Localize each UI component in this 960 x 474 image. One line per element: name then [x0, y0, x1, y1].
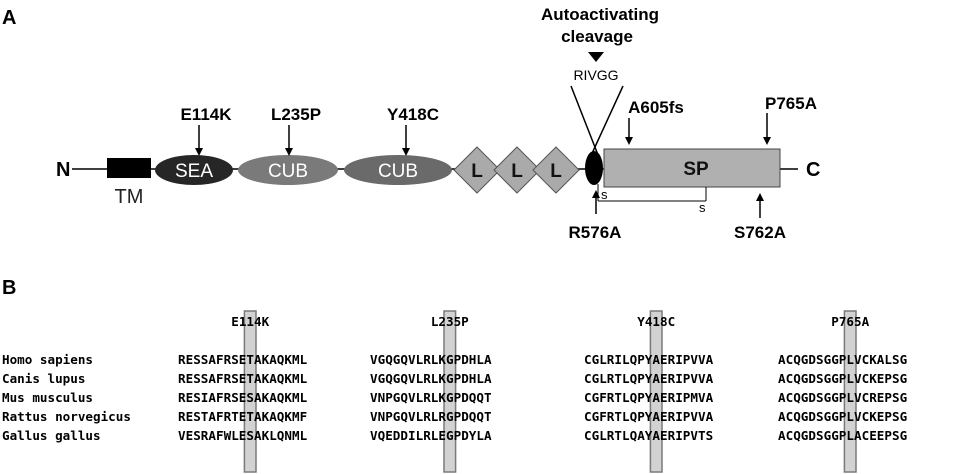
cleavage-title-line1: Autoactivating	[541, 5, 659, 24]
sea-domain	[155, 155, 233, 185]
sequence-segment: VNPGQVLRLKGPDQQT	[370, 390, 492, 405]
sequence-segment: VGQGQVLRLKGPDHLA	[370, 371, 492, 386]
ldl-domain-2	[493, 146, 541, 194]
species-name: Homo sapiens	[2, 352, 93, 367]
ldl-domain-1	[453, 146, 501, 194]
mutation-e114k: E114K	[180, 105, 232, 124]
sequence-segment: CGLRILQPYAERIPVVA	[584, 352, 714, 367]
mutation-column-highlight	[843, 310, 857, 473]
mutation-p765a: P765A	[765, 94, 817, 113]
mutation-r576a: R576A	[569, 223, 622, 242]
sequence-segment: ACQGDSGGPLACEEPSG	[778, 428, 907, 443]
mutation-s762a: S762A	[734, 223, 786, 242]
sea-label: SEA	[175, 161, 213, 182]
alignment-header: P765A	[831, 314, 869, 329]
sequence-segment: CGLRTLQAYAERIPVTS	[584, 428, 713, 443]
cleavage-line-right	[588, 85, 624, 161]
sp-label: SP	[683, 159, 709, 180]
sequence-segment: CGFRTLQPYAERIPVVA	[584, 409, 714, 424]
sequence-segment: VESRAFWLESAKLQNML	[178, 428, 308, 443]
panel-a-label: A	[2, 7, 16, 29]
mutation-y418c: Y418C	[387, 105, 439, 124]
alignment-header: L235P	[431, 314, 469, 329]
species-name: Mus musculus	[2, 390, 93, 405]
sp-domain	[603, 148, 781, 188]
mutation-a605fs: A605fs	[628, 98, 684, 117]
cleavage-title-line2: cleavage	[561, 27, 633, 46]
ldl-domain-3	[532, 146, 580, 194]
sequence-segment: RESSAFRSETAKAQKML	[178, 352, 308, 367]
cleavage-site	[585, 151, 603, 185]
mutation-column-highlight	[443, 310, 457, 473]
species-name: Gallus gallus	[2, 428, 101, 443]
sequence-segment: ACQGDSGGPLVCREPSG	[778, 390, 907, 405]
sequence-segment: ACQGDSGGPLVCKEPSG	[778, 371, 907, 386]
alignment-header: Y418C	[637, 314, 675, 329]
species-name: Rattus norvegicus	[2, 409, 131, 424]
sequence-segment: CGLRTLQPYAERIPVVA	[584, 371, 714, 386]
cleavage-motif: RIVGG	[573, 67, 618, 83]
mutation-l235p: L235P	[271, 105, 321, 124]
sequence-segment: VNPGQVLRLRGPDQQT	[370, 409, 492, 424]
alignment-header: E114K	[231, 314, 269, 329]
cub-domain-1	[238, 155, 338, 185]
sequence-segment: RESSAFRSETAKAQKML	[178, 371, 308, 386]
ldl-label-3: L	[550, 161, 562, 182]
disulfide-s-right: s	[699, 200, 706, 215]
sequence-segment: RESTAFRTETAKAQKMF	[178, 409, 307, 424]
domain-diagram: N C TM SEA CUB CUB L L L SP s s Autoac	[56, 5, 820, 242]
mutation-column-highlight	[243, 310, 257, 473]
mutation-column-highlight	[649, 310, 663, 473]
disulfide-s-left: s	[601, 187, 608, 202]
cub-label-1: CUB	[268, 161, 308, 182]
sequence-segment: VQEDDILRLEGPDYLA	[370, 428, 492, 443]
sequence-segment: RESIAFRSESAKAQKML	[178, 390, 308, 405]
tm-domain	[107, 158, 151, 178]
c-terminus-label: C	[806, 159, 820, 181]
cleavage-arrowhead	[588, 52, 604, 62]
tm-label: TM	[115, 186, 144, 208]
cub-label-2: CUB	[378, 161, 418, 182]
ldl-label-1: L	[471, 161, 483, 182]
cleavage-line-left	[570, 85, 601, 161]
sequence-segment: ACQGDSGGPLVCKEPSG	[778, 409, 907, 424]
n-terminus-label: N	[56, 159, 70, 181]
sequence-segment: ACQGDSGGPLVCKALSG	[778, 352, 907, 367]
ldl-label-2: L	[511, 161, 523, 182]
sequence-segment: CGFRTLQPYAERIPMVA	[584, 390, 714, 405]
cub-domain-2	[344, 155, 452, 185]
species-name: Canis lupus	[2, 371, 85, 386]
sequence-segment: VGQGQVLRLKGPDHLA	[370, 352, 492, 367]
panel-b-label: B	[2, 277, 16, 299]
